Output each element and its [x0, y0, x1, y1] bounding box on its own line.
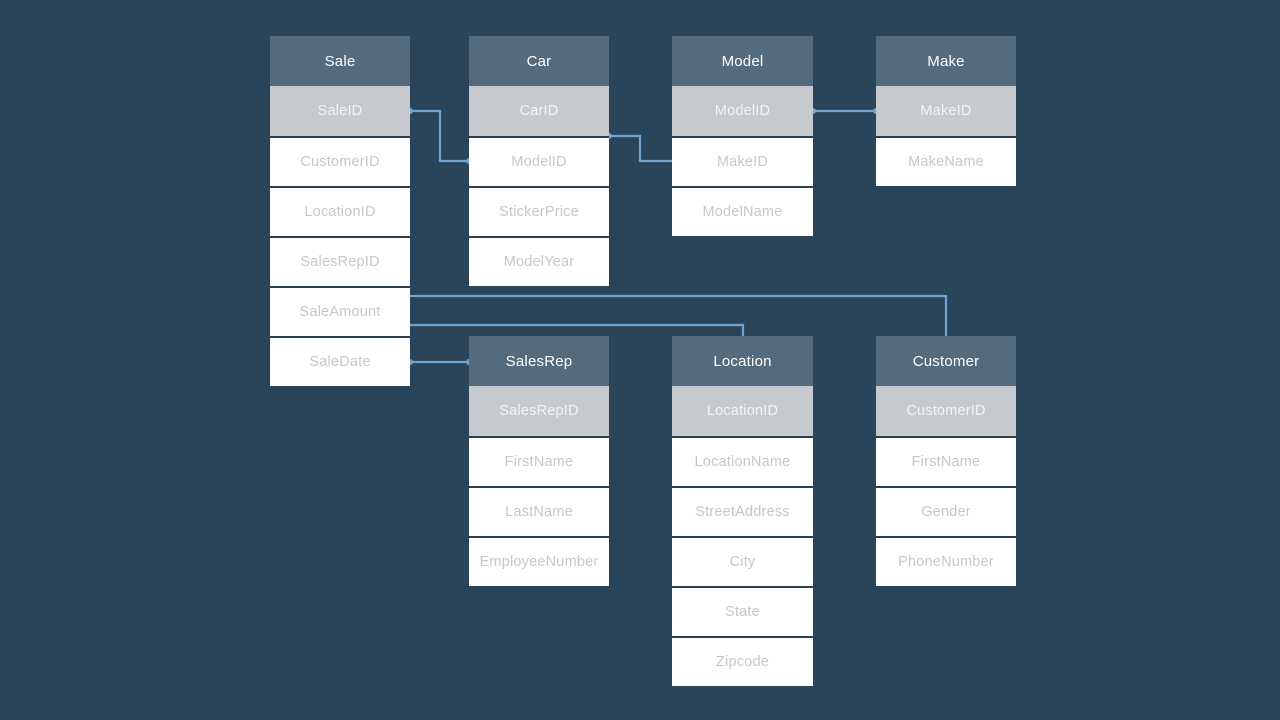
field-car-modelyear[interactable]: ModelYear	[469, 236, 609, 286]
entity-title-car: Car	[469, 36, 609, 86]
entity-title-salesrep: SalesRep	[469, 336, 609, 386]
field-salesrep-employeenumber[interactable]: EmployeeNumber	[469, 536, 609, 586]
field-car-modelid[interactable]: ModelID	[469, 136, 609, 186]
field-model-modelname[interactable]: ModelName	[672, 186, 813, 236]
field-location-locationid[interactable]: LocationID	[672, 386, 813, 436]
field-sale-customerid[interactable]: CustomerID	[270, 136, 410, 186]
field-location-streetaddress[interactable]: StreetAddress	[672, 486, 813, 536]
field-location-zipcode[interactable]: Zipcode	[672, 636, 813, 686]
field-sale-salesrepid[interactable]: SalesRepID	[270, 236, 410, 286]
field-make-makename[interactable]: MakeName	[876, 136, 1016, 186]
connector-car-modelid-to-sale-saleid	[408, 109, 471, 163]
field-sale-saleid[interactable]: SaleID	[270, 86, 410, 136]
entity-title-location: Location	[672, 336, 813, 386]
connector-model-makeid-to-car-modelid	[607, 134, 674, 163]
field-sale-saleamount[interactable]: SaleAmount	[270, 286, 410, 336]
field-model-makeid[interactable]: MakeID	[672, 136, 813, 186]
field-sale-saledate[interactable]: SaleDate	[270, 336, 410, 386]
field-car-carid[interactable]: CarID	[469, 86, 609, 136]
field-salesrep-lastname[interactable]: LastName	[469, 486, 609, 536]
field-customer-gender[interactable]: Gender	[876, 486, 1016, 536]
field-location-city[interactable]: City	[672, 536, 813, 586]
field-model-modelid[interactable]: ModelID	[672, 86, 813, 136]
field-customer-phonenumber[interactable]: PhoneNumber	[876, 536, 1016, 586]
connector-sale-saleamount-to-customer	[408, 294, 948, 338]
connector-sale-saleamount-to-location	[408, 323, 745, 338]
field-location-locationname[interactable]: LocationName	[672, 436, 813, 486]
field-salesrep-firstname[interactable]: FirstName	[469, 436, 609, 486]
field-salesrep-salesrepid[interactable]: SalesRepID	[469, 386, 609, 436]
field-customer-firstname[interactable]: FirstName	[876, 436, 1016, 486]
entity-title-make: Make	[876, 36, 1016, 86]
field-sale-locationid[interactable]: LocationID	[270, 186, 410, 236]
field-make-makeid[interactable]: MakeID	[876, 86, 1016, 136]
field-location-state[interactable]: State	[672, 586, 813, 636]
field-car-stickerprice[interactable]: StickerPrice	[469, 186, 609, 236]
field-customer-customerid[interactable]: CustomerID	[876, 386, 1016, 436]
entity-title-model: Model	[672, 36, 813, 86]
entity-title-customer: Customer	[876, 336, 1016, 386]
entity-title-sale: Sale	[270, 36, 410, 86]
